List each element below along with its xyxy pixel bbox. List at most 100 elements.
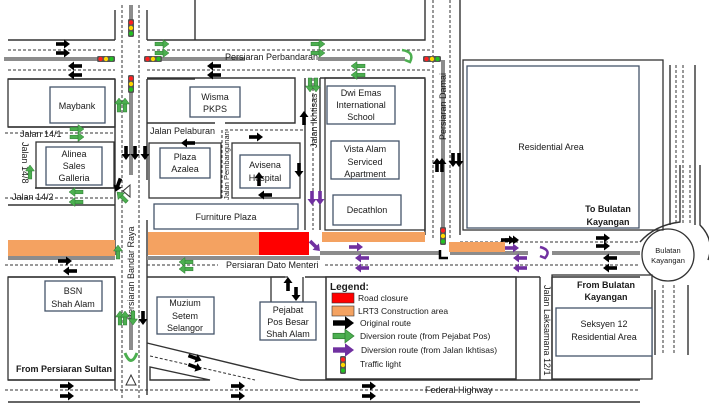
arrow-icon-original-route: [68, 61, 82, 71]
svg-text:Shah Alam: Shah Alam: [266, 329, 310, 339]
arrow-icon-original-route: [60, 381, 74, 391]
arrow-icon-original-route: [249, 132, 263, 142]
arrow-icon-original-route: [362, 381, 376, 391]
arrow-icon-original-route: [207, 61, 221, 71]
bulatan-kayangan-roundabout[interactable]: Bulatan Kayangan: [651, 246, 685, 265]
u-turn-icon-green-perbandaran: [401, 48, 413, 64]
svg-text:Maybank: Maybank: [59, 101, 96, 111]
building-maybank[interactable]: Maybank: [49, 86, 106, 124]
building-decathlon[interactable]: Decathlon: [332, 194, 402, 226]
svg-text:Residential Area: Residential Area: [518, 142, 584, 152]
svg-text:School: School: [347, 112, 375, 122]
road-label-jalan-laksamana: Jalan Laksamana 12/1: [542, 285, 552, 376]
svg-text:Dwi Emas: Dwi Emas: [341, 88, 382, 98]
road-label-persiaran-perbandaran: Persiaran Perbandaran: [225, 52, 318, 62]
svg-text:Kayangan: Kayangan: [586, 217, 629, 227]
triangle-marker-south: [125, 373, 137, 386]
svg-text:Bulatan: Bulatan: [655, 246, 680, 255]
building-seksyen-12[interactable]: Seksyen 12 Residential Area: [555, 307, 653, 357]
traffic-light-icon: [97, 56, 115, 62]
svg-text:LRT3 Construction area: LRT3 Construction area: [358, 306, 448, 316]
traffic-light-icon: [128, 19, 134, 37]
building-muzium-setem[interactable]: Muzium Setem Selangor: [156, 296, 215, 335]
triangle-marker-north: [122, 183, 131, 199]
traffic-light-icon: [440, 227, 446, 245]
u-turn-icon-purple: [539, 245, 549, 260]
svg-text:From Bulatan: From Bulatan: [577, 280, 635, 290]
u-turn-icon-black-damai: [438, 250, 448, 260]
u-turn-icon-green-bandar-raya: [123, 352, 139, 362]
legend-item-original-route: Original route: [333, 316, 411, 330]
svg-text:Serviced: Serviced: [347, 157, 382, 167]
arrow-icon-original-route: [138, 311, 148, 325]
arrow-icon-original-route: [283, 277, 293, 291]
building-furniture-plaza[interactable]: Furniture Plaza: [153, 203, 299, 230]
arrow-icon-original-route: [181, 138, 195, 148]
road-closure-area: [259, 232, 309, 255]
svg-text:Shah Alam: Shah Alam: [51, 299, 95, 309]
annotation-from-bulatan-kayangan: From Bulatan Kayangan: [577, 280, 635, 302]
arrow-icon-original-route: [454, 153, 464, 167]
arrow-icon-original-route: [231, 391, 245, 401]
road-label-federal-highway: Federal Highway: [425, 385, 493, 395]
lrt3-area-west: [8, 240, 115, 256]
building-avisena-hospital[interactable]: Avisena Hospital: [239, 154, 291, 189]
lrt3-area-decathlon: [322, 232, 425, 242]
arrow-icon-original-route: [63, 266, 77, 276]
building-vista-alam-apartment[interactable]: Vista Alam Serviced Apartment: [330, 140, 400, 180]
arrow-icon-original-route: [291, 287, 301, 301]
svg-text:Alinea: Alinea: [61, 149, 86, 159]
residential-area[interactable]: Residential Area: [466, 65, 640, 229]
building-alinea-sales-galleria[interactable]: Alinea Sales Galleria: [45, 146, 103, 186]
traffic-light-icon: [144, 56, 162, 62]
svg-text:Galleria: Galleria: [58, 173, 89, 183]
legend-item-lrt3: LRT3 Construction area: [331, 305, 448, 317]
svg-text:To Bulatan: To Bulatan: [585, 204, 631, 214]
arrow-icon-diversion-jalan-ikhtisas: [315, 191, 325, 205]
svg-text:Avisena: Avisena: [249, 160, 281, 170]
legend-title: Legend:: [330, 282, 369, 293]
building-wisma-pkps[interactable]: Wisma PKPS: [189, 86, 241, 118]
arrow-icon-original-route: [437, 158, 447, 172]
svg-text:Setem: Setem: [172, 311, 198, 321]
legend-item-diversion-jalan-ikhtisas: Diversion route (from Jalan Ikhtisas): [333, 343, 497, 357]
arrow-icon-original-route: [596, 241, 610, 251]
lrt3-construction-areas: [8, 232, 505, 256]
arrow-icon-original-route: [596, 233, 610, 243]
svg-text:Selangor: Selangor: [167, 323, 203, 333]
traffic-light-icon: [128, 75, 134, 93]
svg-text:Kayangan: Kayangan: [651, 256, 685, 265]
arrow-icon-original-route: [231, 381, 245, 391]
building-dwi-emas-school[interactable]: Dwi Emas International School: [326, 85, 396, 125]
arrow-icon-diversion-jalan-ikhtisas: [349, 242, 363, 252]
svg-text:Apartment: Apartment: [344, 169, 386, 179]
svg-text:BSN: BSN: [64, 286, 83, 296]
svg-text:PKPS: PKPS: [203, 104, 227, 114]
road-label-persiaran-dato-menteri: Persiaran Dato Menteri: [226, 260, 319, 270]
arrow-icon-original-route: [505, 235, 519, 245]
legend-item-diversion-pejabat-pos: Diversion route (from Pejabat Pos): [332, 328, 491, 344]
arrow-icon-original-route: [294, 163, 304, 177]
svg-text:Road closure: Road closure: [358, 293, 408, 303]
legend: Legend: Road closure LRT3 Construction a…: [325, 276, 517, 380]
svg-text:Traffic light: Traffic light: [360, 359, 402, 369]
building-pejabat-pos-besar[interactable]: Pejabat Pos Besar Shah Alam: [259, 276, 317, 341]
svg-text:Pos Besar: Pos Besar: [267, 317, 309, 327]
building-bsn-shah-alam[interactable]: BSN Shah Alam: [44, 280, 103, 312]
traffic-light-icon: [340, 356, 346, 374]
arrow-icon-original-route: [362, 391, 376, 401]
city-blocks: [7, 59, 664, 381]
svg-text:Original route: Original route: [360, 318, 411, 328]
road-label-jalan-pembangunan: Jalan Pembangunan: [222, 131, 231, 200]
svg-text:Sales: Sales: [63, 161, 86, 171]
arrow-icon-original-route: [140, 146, 150, 160]
svg-text:Wisma: Wisma: [201, 92, 229, 102]
road-label-persiaran-bandar-raya: Persiaran Bandar Raya: [126, 226, 136, 320]
svg-text:Diversion route (from Jalan Ik: Diversion route (from Jalan Ikhtisas): [361, 345, 497, 355]
building-plaza-azalea[interactable]: Plaza Azalea: [159, 147, 211, 179]
svg-text:Pejabat: Pejabat: [273, 305, 304, 315]
annotation-from-persiaran-sultan: From Persiaran Sultan: [16, 364, 112, 374]
lrt3-area-central: [148, 232, 259, 255]
road-label-jalan-ikhtisas: Jalan Ikhtisas: [309, 93, 319, 148]
